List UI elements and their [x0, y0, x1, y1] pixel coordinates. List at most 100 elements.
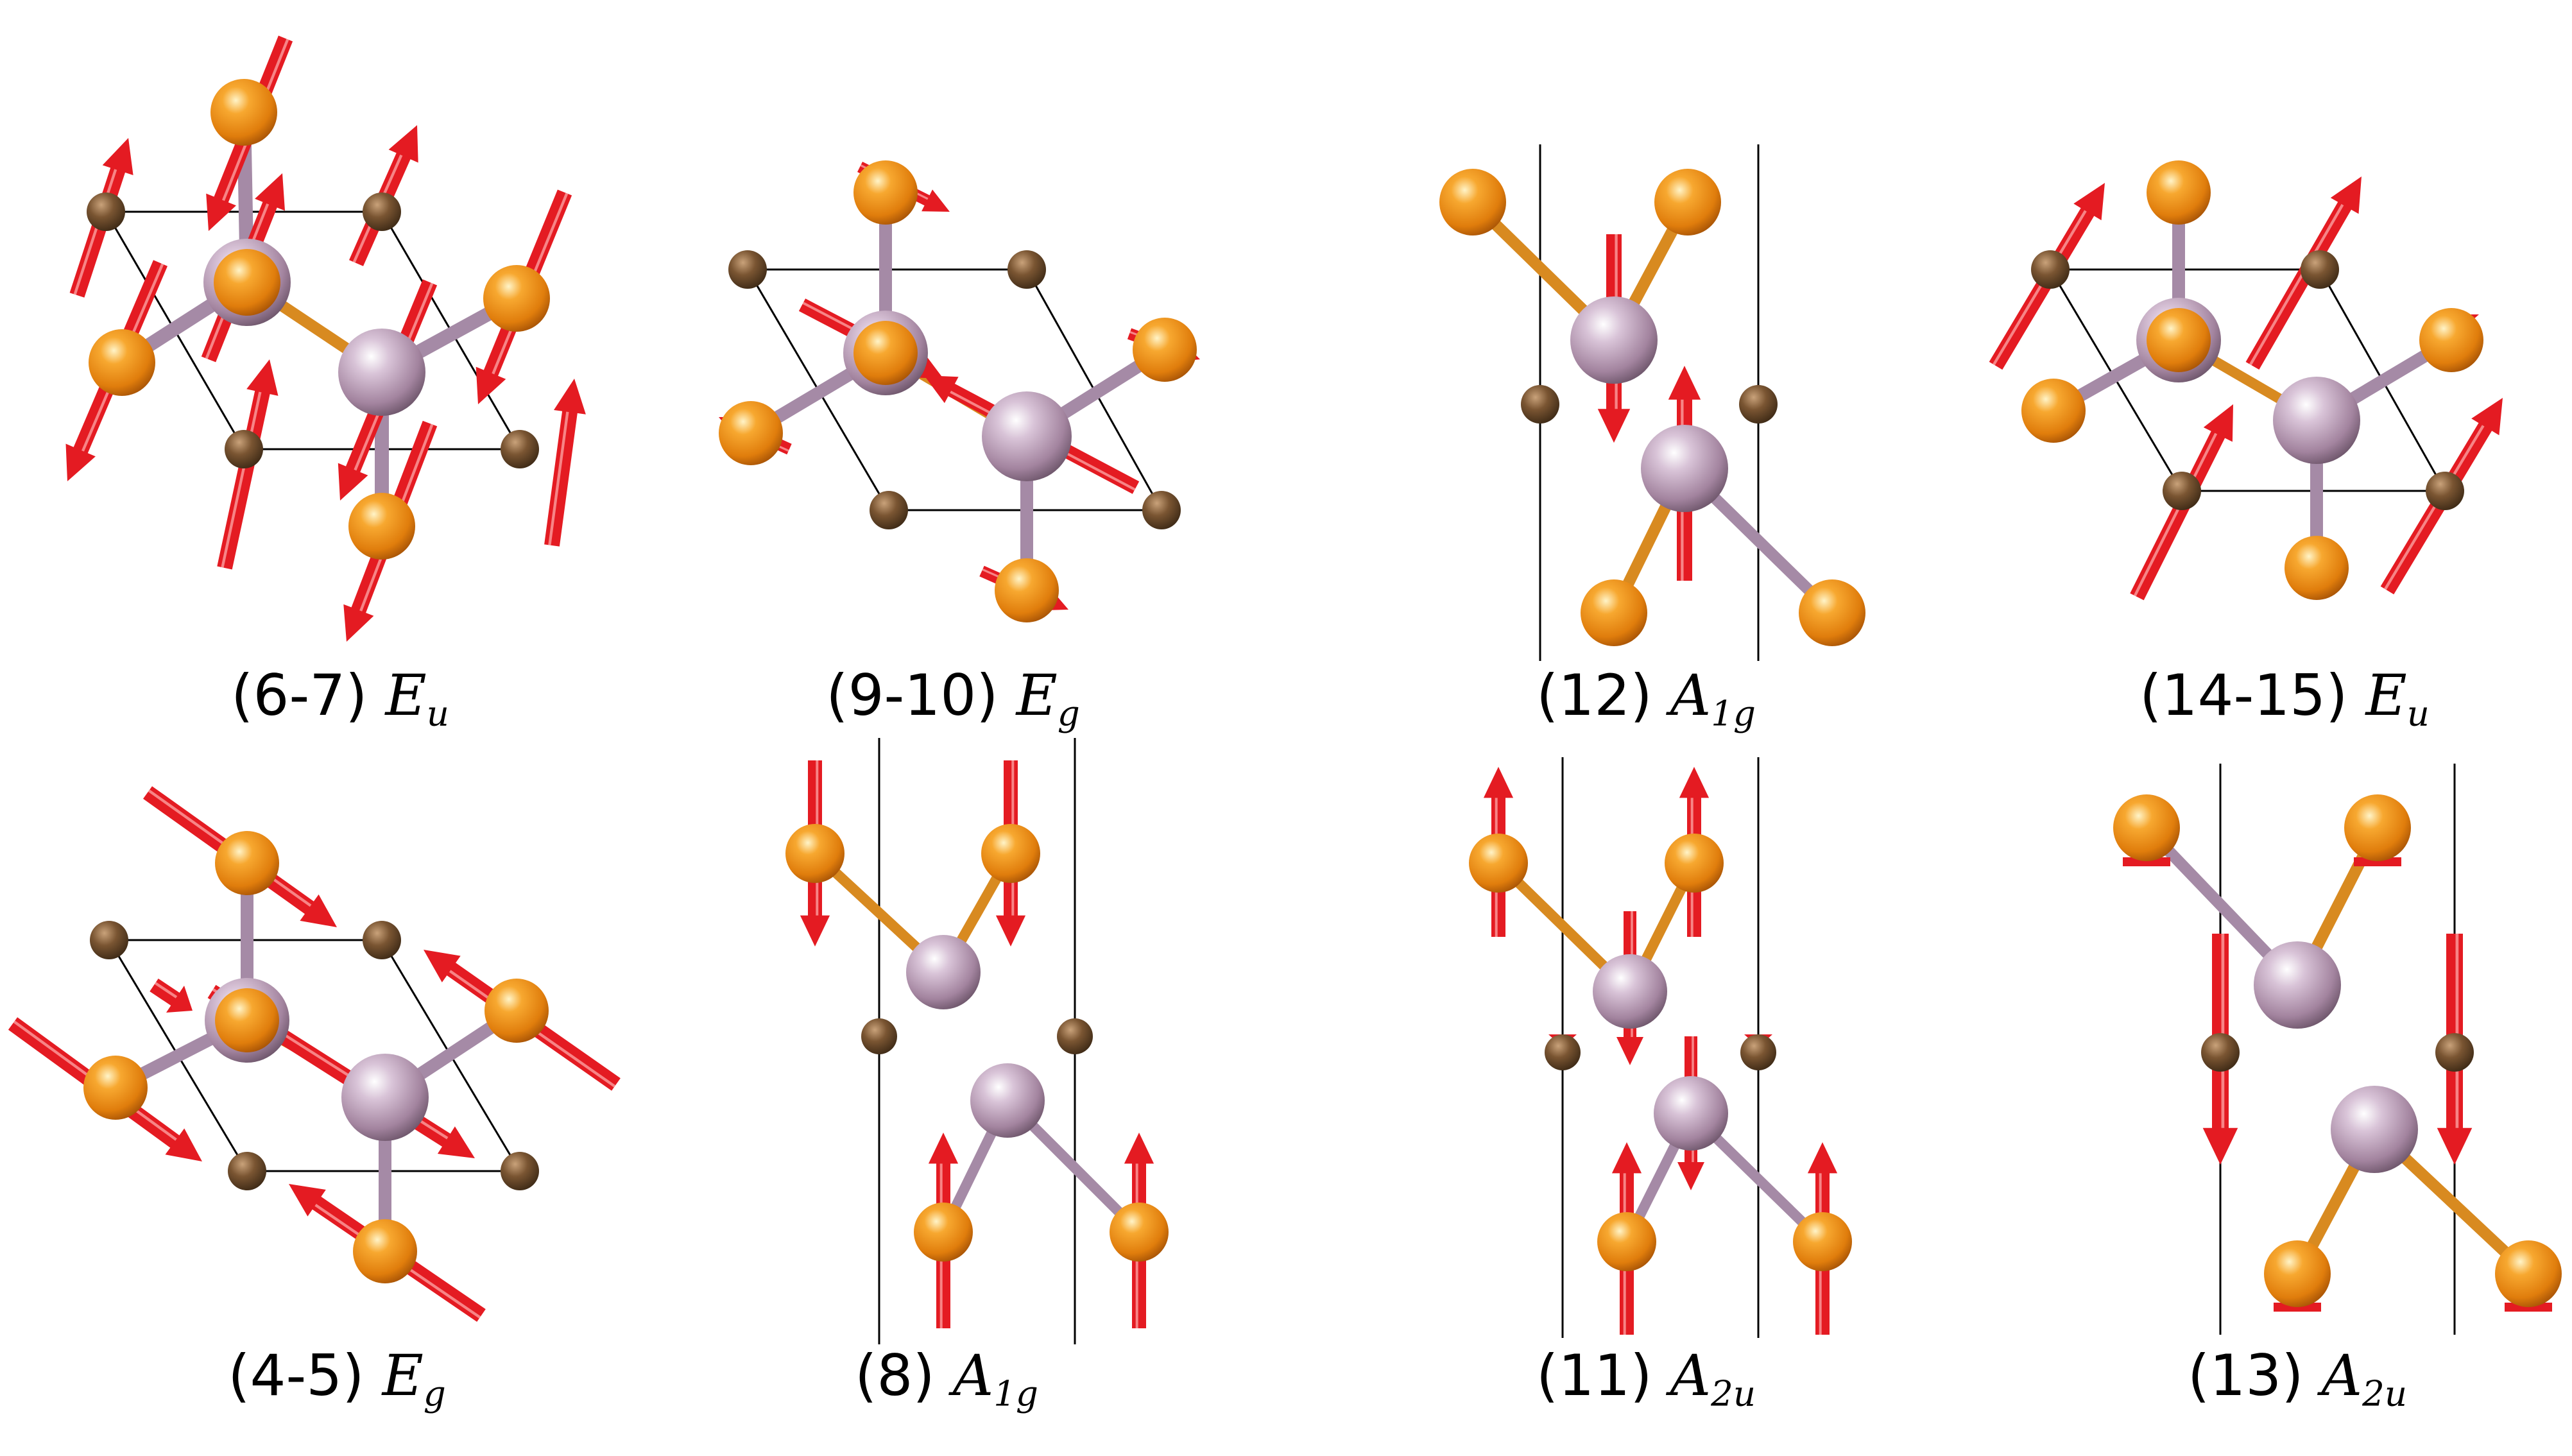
caption-eg-9-10: (9-10) Eg	[826, 667, 1080, 731]
ligand-atom	[1133, 318, 1197, 382]
ligand-atom	[1665, 834, 1724, 893]
atoms	[2021, 160, 2483, 600]
arrows	[1483, 767, 1838, 1335]
panel-a2u-11	[1469, 757, 1852, 1338]
panel-eg-9-10	[719, 160, 1200, 622]
small-atom	[2031, 250, 2070, 289]
arrows	[800, 760, 1154, 1328]
atoms	[785, 824, 1169, 1262]
small-atom	[1007, 250, 1046, 289]
small-atom	[1545, 1034, 1581, 1070]
mode-index: (6-7)	[231, 662, 386, 728]
small-atom	[1521, 385, 1559, 424]
metal-atom	[338, 329, 425, 416]
panel-eg-4-5	[8, 786, 621, 1322]
panel-eu-6-7	[65, 35, 586, 642]
metal-atom	[2331, 1086, 2418, 1173]
mode-index: (12)	[1536, 662, 1670, 728]
displacement-arrow	[544, 379, 586, 547]
mode-symbol: A1g	[1670, 662, 1756, 734]
atoms	[2113, 794, 2562, 1307]
atoms	[1469, 834, 1852, 1271]
ligand-atom	[981, 824, 1040, 883]
caption-a2u-11: (11) A2u	[1536, 1348, 1756, 1411]
displacement-disc	[2354, 857, 2401, 866]
panel-a1g-12	[1439, 144, 1865, 661]
ligand-atom	[2419, 308, 2483, 372]
small-atom	[2426, 472, 2464, 510]
metal-atom	[341, 1054, 429, 1141]
small-atom	[90, 921, 128, 959]
ligand-atom	[214, 249, 280, 316]
ligand-atom	[853, 160, 918, 225]
ligand-atom	[2147, 308, 2211, 372]
ligand-atom	[1597, 1212, 1656, 1271]
arrow-highlight	[2249, 203, 2344, 366]
small-atom	[363, 921, 401, 959]
atoms	[1439, 169, 1865, 646]
ligand-atom	[1469, 834, 1528, 893]
metal-atom	[1641, 425, 1728, 512]
arrow-highlight	[1993, 210, 2087, 366]
ligand-atom	[2113, 794, 2180, 861]
ligand-atom	[484, 979, 549, 1043]
mode-index: (4-5)	[228, 1342, 382, 1409]
displacement-disc	[2123, 857, 2170, 866]
caption-a1g-12: (12) A1g	[1536, 667, 1756, 731]
ligand-atom	[2264, 1240, 2331, 1307]
ligand-atom	[2147, 160, 2211, 225]
ligand-atom	[1581, 579, 1647, 646]
arrow-highlight	[2384, 425, 2485, 590]
small-atom	[1142, 491, 1181, 529]
ligand-atom	[89, 329, 155, 396]
caption-a2u-13: (13) A2u	[2188, 1348, 2407, 1411]
metal-atom	[1593, 954, 1667, 1029]
atoms	[719, 160, 1197, 622]
bonds	[2047, 186, 2458, 574]
mode-symbol: A2u	[1670, 1342, 1756, 1414]
ligand-atom	[2344, 794, 2411, 861]
small-atom	[228, 1152, 266, 1190]
small-atom	[2163, 472, 2201, 510]
ligand-atom	[2285, 536, 2349, 600]
ligand-atom	[2495, 1240, 2562, 1307]
ligand-atom	[1793, 1212, 1852, 1271]
ligand-atom	[853, 321, 918, 385]
arrow-highlight	[2133, 433, 2218, 597]
ligand-atom	[210, 79, 277, 146]
mode-symbol: Eu	[2365, 662, 2430, 734]
small-atom	[2301, 250, 2339, 289]
mode-symbol: A2u	[2321, 1342, 2408, 1414]
mode-symbol: Eg	[382, 1342, 446, 1414]
arrows	[719, 162, 1200, 611]
small-atom	[501, 1152, 539, 1190]
cell-lines	[878, 738, 1076, 1344]
arrow-highlight	[154, 982, 178, 998]
small-atom	[728, 250, 767, 289]
small-atom	[501, 430, 539, 468]
panel-a1g-8	[785, 738, 1169, 1344]
caption-a1g-8: (8) A1g	[855, 1348, 1038, 1411]
caption-eu-14-15: (14-15) Eu	[2139, 667, 2430, 731]
metal-atom	[2254, 941, 2341, 1029]
small-atom	[861, 1018, 897, 1054]
ligand-atom	[914, 1203, 973, 1262]
mode-symbol: Eg	[1016, 662, 1080, 734]
arrow-highlight	[221, 391, 262, 568]
ligand-atom	[1439, 169, 1506, 236]
small-atom	[225, 430, 263, 468]
mode-symbol: Eu	[385, 662, 449, 734]
small-atom	[1057, 1018, 1093, 1054]
ligand-atom	[2021, 379, 2086, 443]
mode-index: (11)	[1536, 1342, 1670, 1409]
small-atom	[87, 193, 125, 231]
ligand-atom	[995, 558, 1059, 622]
ligand-atom	[83, 1056, 148, 1120]
mode-symbol: A1g	[952, 1342, 1038, 1414]
small-atom	[2201, 1033, 2240, 1072]
small-atom	[2435, 1033, 2474, 1072]
mode-index: (9-10)	[826, 662, 1016, 728]
metal-atom	[982, 391, 1072, 481]
arrows	[8, 786, 621, 1322]
